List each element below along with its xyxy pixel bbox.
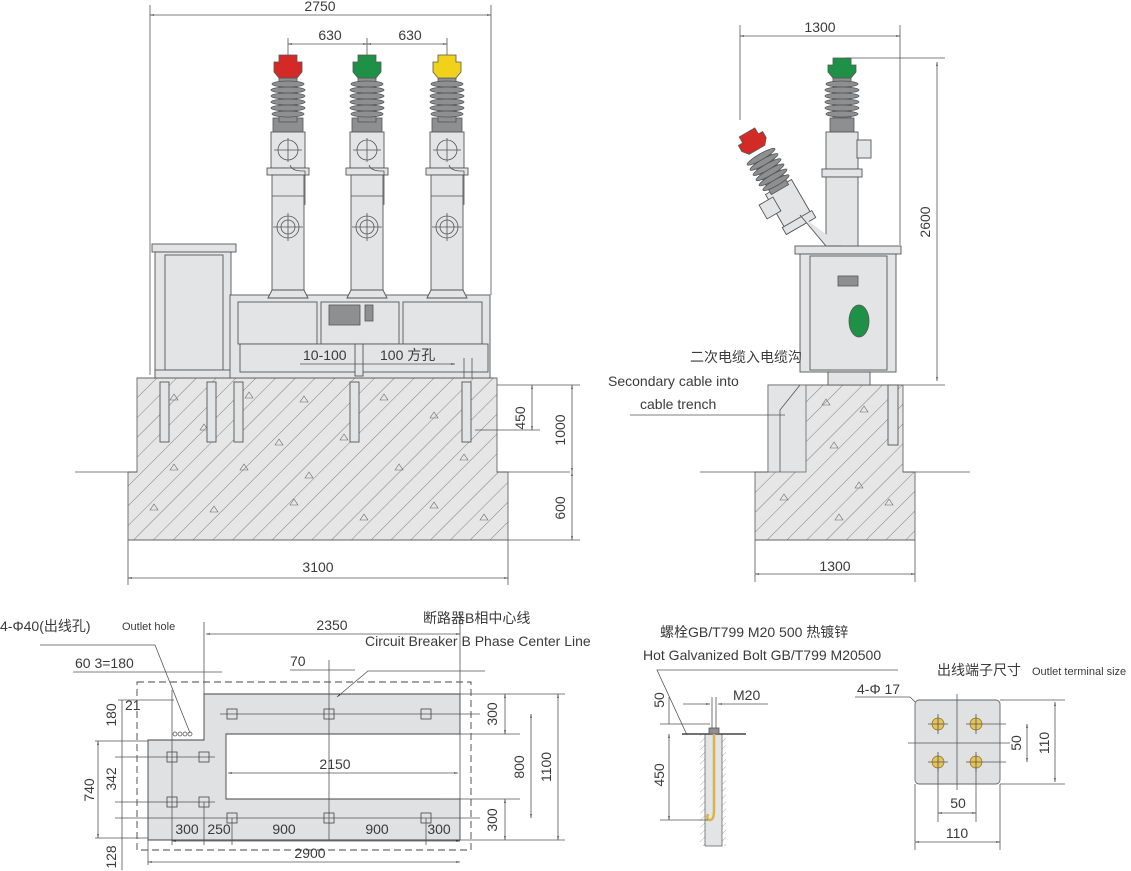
cable-label-en-1: Secondary cable into bbox=[608, 373, 739, 389]
cable-label-cn: 二次电缆入电缆沟 bbox=[690, 349, 802, 365]
side-view: 1300 2600 bbox=[608, 19, 970, 582]
bolt-dim-450: 450 bbox=[651, 763, 667, 787]
dim-bottom-5: 300 bbox=[427, 821, 451, 837]
dim-phase-spacing-1: 630 bbox=[318, 27, 342, 43]
dim-342: 342 bbox=[103, 767, 119, 791]
terminal-dim-50-v: 50 bbox=[1008, 735, 1024, 751]
dim-bottom-4: 900 bbox=[365, 821, 389, 837]
dim-2900: 2900 bbox=[294, 845, 325, 861]
pole-phase-a bbox=[266, 54, 310, 299]
side-vertical-pole bbox=[821, 57, 872, 247]
bolt-title-en: Hot Galvanized Bolt GB/T799 M20500 bbox=[643, 647, 881, 663]
nameplate bbox=[328, 304, 361, 326]
dim-side-foundation-width: 1300 bbox=[819, 558, 850, 574]
dim-bottom-3: 900 bbox=[272, 821, 296, 837]
dim-800: 800 bbox=[511, 755, 527, 779]
terminal-dim-110-v: 110 bbox=[1036, 732, 1052, 755]
terminal-plate bbox=[914, 699, 1001, 785]
dim-2150: 2150 bbox=[319, 756, 350, 772]
dim-bottom-2: 250 bbox=[207, 821, 231, 837]
cabinet-door bbox=[164, 254, 224, 371]
outlet-hole-label-cn: 4-Φ40(出线孔) bbox=[0, 618, 91, 634]
dim-side-width: 1300 bbox=[804, 19, 835, 35]
dim-128: 128 bbox=[103, 845, 119, 869]
bolt-dim-50: 50 bbox=[651, 692, 667, 708]
dim-1100: 1100 bbox=[538, 752, 554, 782]
pole-phase-b bbox=[345, 54, 389, 299]
outlet-holes bbox=[172, 731, 193, 737]
control-cabinet-roof bbox=[151, 243, 237, 253]
hole-note-2: 100 方孔 bbox=[380, 347, 435, 363]
dim-21: 21 bbox=[125, 697, 141, 713]
dim-450: 450 bbox=[512, 406, 528, 430]
dim-60-3x180: 60 3=180 bbox=[75, 655, 134, 671]
bolt-dim-m20: M20 bbox=[733, 687, 760, 703]
dim-300-bottom: 300 bbox=[484, 808, 500, 832]
dim-bottom-1: 300 bbox=[175, 821, 199, 837]
dim-1000: 1000 bbox=[552, 414, 568, 445]
bolt-detail: 螺栓GB/T799 M20 500 热镀锌 Hot Galvanized Bol… bbox=[643, 624, 898, 847]
side-red-cap bbox=[737, 127, 767, 155]
centerline-label-en: Circuit Breaker B Phase Center Line bbox=[365, 633, 591, 649]
foundation-outline bbox=[136, 681, 472, 851]
terminal-detail: 出线端子尺寸 Outlet terminal size 4-Φ 17 50 11… bbox=[855, 662, 1126, 850]
terminal-dim-110-h: 110 bbox=[946, 825, 969, 841]
counter-window bbox=[837, 275, 859, 287]
dim-side-height: 2600 bbox=[917, 206, 933, 237]
bolt-title-cn: 螺栓GB/T799 M20 500 热镀锌 bbox=[660, 624, 848, 640]
dim-2350: 2350 bbox=[316, 617, 347, 633]
dim-phase-spacing-2: 630 bbox=[398, 27, 422, 43]
dim-foundation-width: 3100 bbox=[302, 559, 333, 575]
outlet-hole-label-en: Outlet hole bbox=[122, 621, 175, 633]
phase-c-cap bbox=[432, 54, 462, 79]
dim-total-width: 2750 bbox=[304, 0, 335, 14]
pole-phase-c bbox=[425, 54, 469, 299]
plan-view: 4-Φ40(出线孔) Outlet hole 断路器B相中心线 Circuit … bbox=[0, 610, 591, 870]
phase-a-cap bbox=[273, 54, 303, 79]
dim-600: 600 bbox=[552, 496, 568, 520]
dim-180: 180 bbox=[103, 703, 119, 727]
terminal-title-en: Outlet terminal size bbox=[1032, 666, 1126, 678]
hole-note-1: 10-100 bbox=[303, 347, 347, 363]
centerline-label-cn: 断路器B相中心线 bbox=[423, 610, 530, 626]
terminal-dim-50-h: 50 bbox=[950, 795, 966, 811]
anchor-bolt bbox=[706, 734, 716, 822]
side-slanted-pole bbox=[737, 127, 817, 236]
terminal-holes-label: 4-Φ 17 bbox=[857, 681, 900, 697]
concrete-foundation bbox=[127, 377, 509, 541]
phase-b-cap bbox=[352, 54, 382, 79]
position-indicator bbox=[848, 304, 870, 338]
dim-70: 70 bbox=[290, 653, 306, 669]
front-view: 2750 630 630 bbox=[75, 0, 580, 585]
terminal-title-cn: 出线端子尺寸 bbox=[937, 662, 1021, 678]
cable-label-en-2: cable trench bbox=[640, 396, 716, 412]
dim-740: 740 bbox=[81, 778, 97, 802]
cable-trench bbox=[767, 384, 807, 473]
side-green-cap bbox=[827, 57, 857, 79]
dim-300-top: 300 bbox=[484, 702, 500, 726]
